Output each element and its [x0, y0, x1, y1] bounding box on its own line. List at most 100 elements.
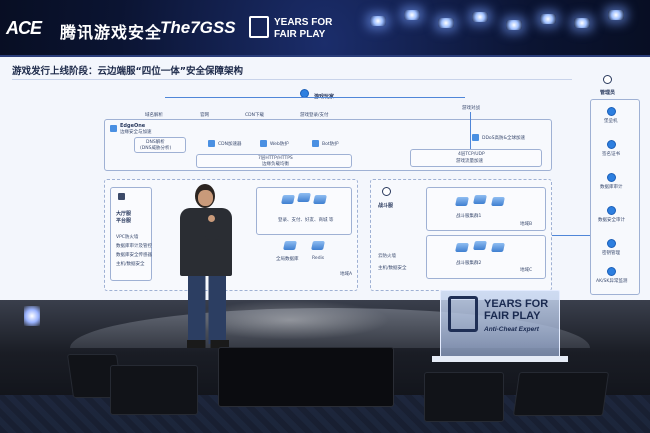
right-item-label: 密钥管理 — [602, 251, 620, 256]
ddos-shield-icon — [472, 134, 479, 141]
aksk-monitor-icon — [607, 267, 616, 276]
vpc-firewall-label: VPC防火墙 — [116, 235, 139, 240]
speaker-arm — [205, 218, 219, 240]
fair-play-logo-line1: YEARS FOR — [274, 17, 333, 28]
cdn-accel-label: CDN加速器 — [218, 142, 242, 147]
podium-text-line2: FAIR PLAY — [484, 310, 541, 322]
slide-title: 游戏发行上线阶段：云边端服“四位一体”安全保障架构 — [12, 66, 243, 77]
tencent-game-security-logo: 腾讯游戏安全 — [60, 25, 163, 42]
podium-text-line1: YEARS FOR — [484, 298, 549, 310]
l4-proto-label: 4层TCP/UDP — [458, 152, 485, 157]
edgeone-label: EdgeOne — [120, 123, 146, 129]
web-shield-icon — [260, 140, 267, 147]
region-a-services-label: 登录、支付、好友、商城 等 — [278, 218, 334, 223]
battle-host-security-label: 主机/数据安全 — [378, 266, 407, 271]
redis-icon — [311, 241, 325, 250]
battle-server-label: 战斗服 — [378, 203, 394, 209]
server-icon — [455, 197, 469, 206]
data-audit-icon — [607, 206, 616, 215]
game-battle-label: 游戏对战 — [462, 106, 480, 111]
dns-box-label: DNS解析 — [146, 140, 165, 145]
db-encrypt-label: 数据库安全传感器 — [116, 253, 152, 258]
right-item-label: 签名证书 — [602, 152, 620, 157]
server-icon — [297, 193, 311, 202]
bot-protect-label: Bot防护 — [322, 142, 339, 147]
dns-box-sub-label: (DNS威胁分析) — [140, 146, 172, 151]
region-c-label: 地域C — [520, 268, 533, 273]
stage-light — [608, 10, 624, 20]
admin-icon — [603, 75, 612, 84]
admin-label: 管理员 — [600, 90, 616, 96]
fair-play-badge-icon — [448, 296, 478, 332]
right-item-label: 数据库审计 — [600, 185, 623, 190]
edge-security-layer — [104, 119, 552, 171]
battle-connector — [470, 112, 471, 149]
speaker-hand-with-mic — [208, 215, 215, 222]
stage-monitor — [218, 347, 394, 407]
global-db-label: 全局数据库 — [276, 257, 299, 262]
l4-sub-label: 游戏流量加速 — [456, 159, 483, 164]
l7-proto-label: 7层HTTP/HTTPS — [258, 156, 293, 161]
l7-sub-label: 边缘负载均衡 — [262, 162, 289, 167]
server-icon — [491, 197, 505, 206]
l7-box — [196, 154, 352, 168]
cdn-download-label: CDN下载 — [245, 113, 264, 118]
host-security-label: 主机/数据安全 — [116, 262, 145, 267]
l4-box — [410, 149, 542, 167]
floor-speaker — [110, 365, 198, 415]
dns-box — [134, 137, 186, 153]
edgeone-icon — [110, 125, 117, 132]
podium-base — [432, 356, 568, 362]
cdn-icon — [208, 140, 215, 147]
lobby-label: 大厅服 — [116, 211, 132, 217]
admin-tools-column — [590, 99, 640, 295]
cluster-2-label: 战斗服集群2 — [456, 261, 482, 266]
speaker-shoes — [187, 340, 229, 348]
cluster-1-label: 战斗服集群1 — [456, 214, 482, 219]
edgeone-sub-label: 边缘安全与加速 — [120, 130, 152, 135]
right-item-label: AK/SK异常监测 — [596, 279, 628, 284]
stage-light — [540, 14, 556, 24]
official-site-label: 官网 — [200, 113, 209, 118]
projection-screen: 游戏发行上线阶段：云边端服“四位一体”安全保障架构 游戏玩家 管理员 域名解析 … — [0, 55, 650, 300]
db-audit-label: 数据库审计及管控 — [116, 244, 152, 249]
db-audit-icon — [607, 173, 616, 182]
bastion-icon — [607, 107, 616, 116]
speaker-legs — [188, 274, 226, 344]
server-icon — [473, 241, 487, 250]
right-item-label: 数据安全审计 — [598, 218, 625, 223]
region-b-box — [426, 187, 546, 231]
lobby-security-panel — [110, 187, 152, 281]
stage-light — [574, 18, 590, 28]
server-icon — [281, 195, 295, 204]
redis-label: Redis — [312, 256, 325, 261]
stage-light — [404, 10, 420, 20]
cloud-firewall-label: 云防火墙 — [378, 254, 396, 259]
server-icon — [491, 243, 505, 252]
ceiling-lights — [340, 8, 650, 44]
podium-text-line3: Anti-Cheat Expert — [484, 326, 539, 333]
server-icon — [473, 195, 487, 204]
side-stage-light — [24, 306, 40, 326]
web-protect-label: Web防护 — [270, 142, 289, 147]
podium — [440, 290, 560, 360]
fair-play-logo-line2: FAIR PLAY — [274, 29, 326, 40]
title-divider — [12, 79, 572, 80]
region-b-label: 地域B — [520, 222, 533, 227]
stage-light — [472, 12, 488, 22]
floor-speaker — [424, 372, 504, 422]
top-connector — [165, 97, 465, 98]
dns-resolve-label: 域名解析 — [145, 113, 163, 118]
speaker-face — [198, 190, 213, 206]
server-icon — [313, 195, 327, 204]
floor-speaker — [512, 372, 610, 416]
platform-label: 平台服 — [116, 218, 132, 224]
server-icon — [455, 243, 469, 252]
event-logo-banner: ACE 腾讯游戏安全 The7GSS YEARS FOR FAIR PLAY — [0, 14, 650, 48]
ace-logo: ACE — [6, 18, 42, 38]
fair-play-badge-icon — [249, 16, 269, 38]
database-icon — [283, 241, 297, 250]
right-item-label: 堡垒机 — [604, 119, 618, 124]
stage-light — [506, 20, 522, 30]
key-icon — [607, 239, 616, 248]
